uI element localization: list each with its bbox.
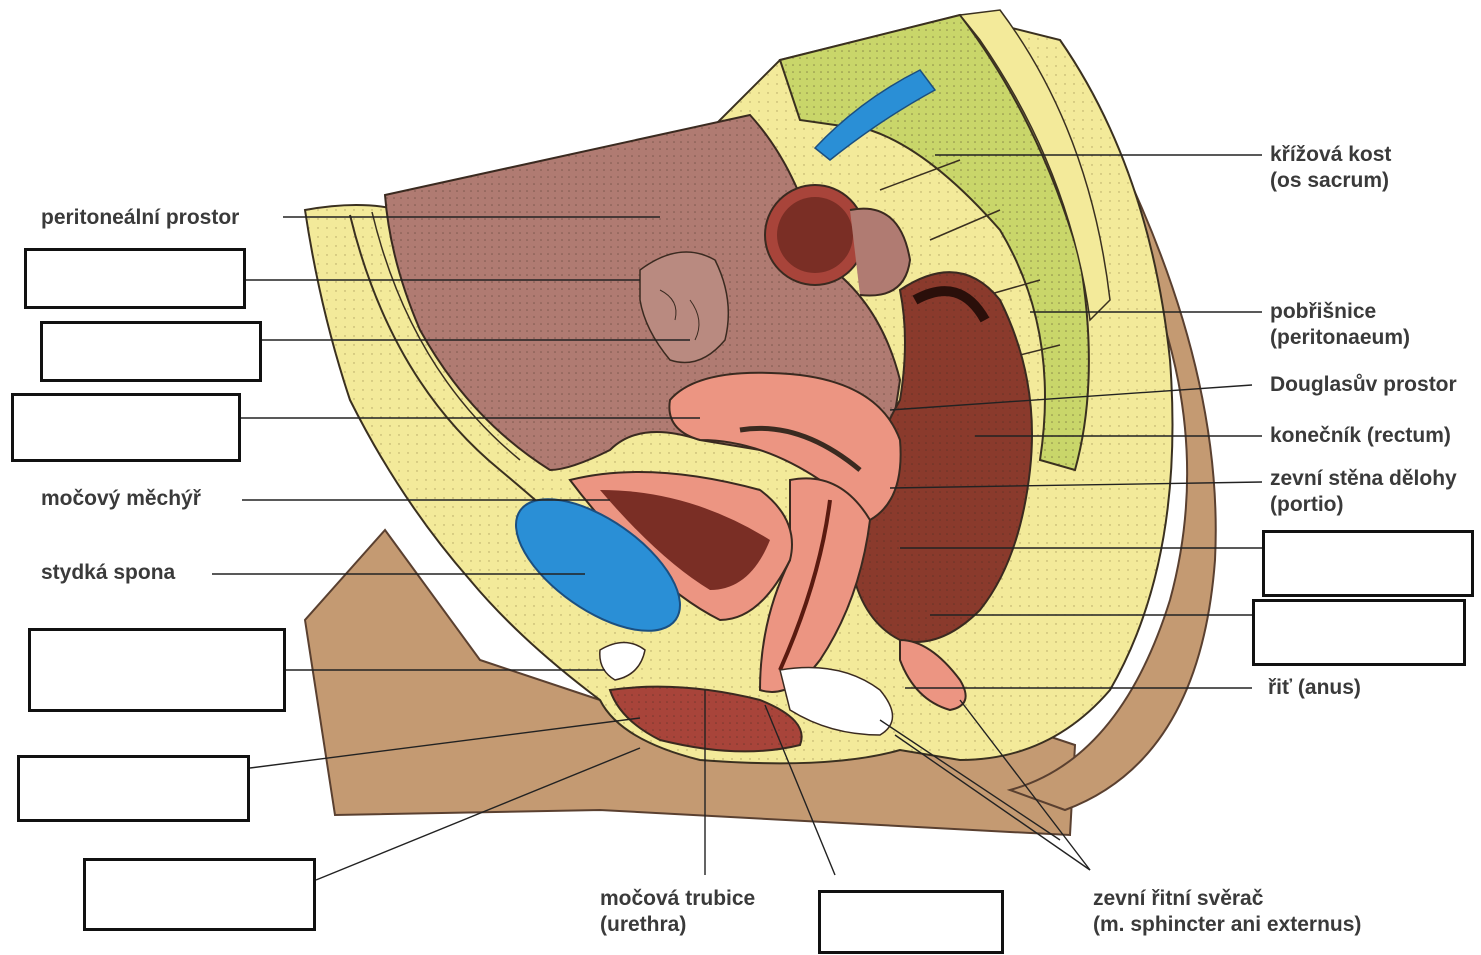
blank-answer-box-6[interactable] (83, 858, 316, 931)
label-urethra-line1: močová trubice (600, 886, 755, 912)
blank-answer-box-1[interactable] (24, 248, 246, 309)
label-sacrum: křížová kost (os sacrum) (1270, 142, 1391, 194)
label-urethra: močová trubice (urethra) (600, 886, 755, 938)
label-peritoneum: pobřišnice (peritonaeum) (1270, 299, 1410, 351)
label-anus: řiť (anus) (1268, 675, 1361, 701)
label-urethra-line2: (urethra) (600, 912, 755, 938)
blank-answer-box-7[interactable] (818, 890, 1004, 954)
label-rectum: konečník (rectum) (1270, 423, 1451, 449)
label-douglas-space: Douglasův prostor (1270, 372, 1457, 398)
label-sacrum-line1: křížová kost (1270, 142, 1391, 168)
label-peritoneum-line1: pobřišnice (1270, 299, 1410, 325)
blank-answer-box-3[interactable] (11, 393, 241, 462)
label-sphincter-line1: zevní řitní svěrač (1093, 886, 1361, 912)
blank-answer-box-2[interactable] (40, 321, 262, 382)
label-pubic-symphysis: stydká spona (41, 560, 175, 586)
label-peritoneal-space: peritoneální prostor (41, 205, 239, 231)
label-sphincter-line2: (m. sphincter ani externus) (1093, 912, 1361, 938)
blank-answer-box-4[interactable] (28, 628, 286, 712)
label-bladder: močový měchýř (41, 486, 201, 512)
label-sacrum-line2: (os sacrum) (1270, 168, 1391, 194)
label-peritoneum-line2: (peritonaeum) (1270, 325, 1410, 351)
label-sphincter: zevní řitní svěrač (m. sphincter ani ext… (1093, 886, 1361, 938)
label-portio-line2: (portio) (1270, 492, 1457, 518)
blank-answer-box-8[interactable] (1262, 530, 1474, 597)
blank-answer-box-9[interactable] (1252, 599, 1466, 666)
label-portio-line1: zevní stěna dělohy (1270, 466, 1457, 492)
label-portio: zevní stěna dělohy (portio) (1270, 466, 1457, 518)
blank-answer-box-5[interactable] (17, 755, 250, 822)
